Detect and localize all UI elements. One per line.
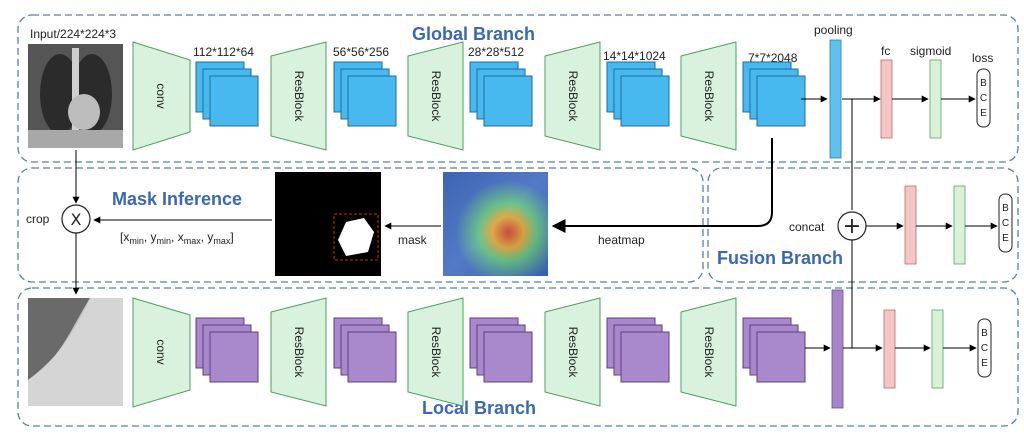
local-resblock-1-label: ResBlock — [292, 327, 306, 379]
global-pooling-bar — [829, 39, 842, 159]
global-fc-bar — [880, 59, 893, 139]
local-resblock-3 — [544, 297, 601, 407]
fusion-fc-bar — [904, 185, 917, 265]
concat-symbol: + — [843, 214, 861, 239]
global-dim-2: 56*56*256 — [333, 45, 389, 59]
local-branch-frame — [17, 287, 1019, 427]
local-feature-map-4-c — [620, 331, 670, 383]
local-resblock-1 — [270, 297, 327, 407]
global-feature-map-1-c — [209, 75, 259, 127]
input-label: Input/224*224*3 — [30, 27, 116, 41]
global-feature-map-5-c — [756, 75, 806, 127]
fusion-sigmoid-bar — [953, 185, 966, 265]
heatmap-label: heatmap — [598, 233, 645, 247]
local-resblock-3-label: ResBlock — [566, 327, 580, 379]
global-bce-loss: B C E — [976, 68, 991, 128]
svg-text:E: E — [1002, 233, 1009, 244]
fusion-branch-title: Fusion Branch — [717, 248, 843, 268]
local-conv-layer: conv — [132, 297, 191, 408]
heatmap-image — [443, 172, 548, 276]
global-dim-4: 14*14*1024 — [603, 49, 666, 63]
local-resblock-4 — [680, 297, 737, 407]
global-feature-stack: ResBlock ResBlock ResBlock ResBlock — [195, 41, 806, 151]
global-feature-map-4-c — [620, 75, 670, 127]
global-conv-layer: conv — [132, 41, 191, 151]
global-resblock-1-label: ResBlock — [292, 71, 306, 123]
global-dim-5: 7*7*2048 — [748, 51, 798, 65]
fusion-branch-frame — [707, 167, 1019, 283]
bbox-coords: [xmin, ymin, xmax, ymax] — [120, 230, 234, 246]
global-resblock-3-label: ResBlock — [566, 71, 580, 123]
local-feature-map-5-c — [756, 331, 806, 383]
local-fc-bar — [883, 309, 896, 389]
fusion-bce-loss: B C E — [998, 193, 1013, 253]
input-xray-image — [28, 44, 123, 148]
global-sigmoid-bar — [929, 59, 942, 139]
concat-label: concat — [789, 220, 825, 234]
crop-symbol: X — [71, 210, 82, 229]
global-resblock-1 — [270, 41, 327, 151]
sigmoid-label: sigmoid — [910, 44, 951, 58]
local-resblock-2 — [407, 297, 464, 407]
local-branch-title: Local Branch — [422, 398, 536, 418]
local-feature-stack: ResBlock ResBlock ResBlock ResBlock — [195, 297, 806, 407]
global-dim-1: 112*112*64 — [193, 45, 254, 59]
global-branch-title: Global Branch — [412, 24, 535, 44]
local-pooling-bar — [831, 289, 844, 409]
svg-text:C: C — [980, 93, 987, 104]
local-resblock-4-label: ResBlock — [702, 327, 716, 379]
svg-text:E: E — [980, 108, 987, 119]
mask-bounding-box — [333, 213, 379, 261]
global-feature-map-2-c — [347, 75, 397, 127]
mask-inference-title: Mask Inference — [112, 189, 242, 209]
svg-text:E: E — [981, 358, 988, 369]
local-sigmoid-bar — [931, 309, 944, 389]
local-bce-loss: B C E — [977, 318, 992, 378]
mask-label: mask — [398, 233, 428, 247]
global-dim-3: 28*28*512 — [468, 45, 524, 59]
global-resblock-4 — [680, 41, 737, 151]
cropped-xray-image — [28, 298, 123, 406]
svg-text:B: B — [980, 78, 987, 89]
global-resblock-2-label: ResBlock — [429, 71, 443, 123]
loss-label: loss — [972, 51, 993, 65]
svg-text:B: B — [1002, 203, 1009, 214]
global-branch-frame — [17, 14, 1019, 163]
local-feature-map-2-c — [347, 331, 397, 383]
global-conv-label: conv — [154, 83, 168, 108]
pooling-label: pooling — [814, 23, 853, 37]
global-resblock-2 — [407, 41, 464, 151]
local-feature-map-3-c — [483, 331, 533, 383]
crop-label: crop — [26, 212, 50, 226]
svg-text:C: C — [981, 343, 988, 354]
svg-text:B: B — [981, 328, 988, 339]
global-resblock-4-label: ResBlock — [702, 71, 716, 123]
mask-image — [275, 172, 381, 276]
global-resblock-3 — [544, 41, 601, 151]
local-feature-map-1-c — [209, 331, 259, 383]
svg-text:C: C — [1002, 218, 1009, 229]
local-resblock-2-label: ResBlock — [429, 327, 443, 379]
fc-label: fc — [881, 44, 890, 58]
global-feature-map-3-c — [483, 75, 533, 127]
local-conv-label: conv — [154, 339, 168, 364]
